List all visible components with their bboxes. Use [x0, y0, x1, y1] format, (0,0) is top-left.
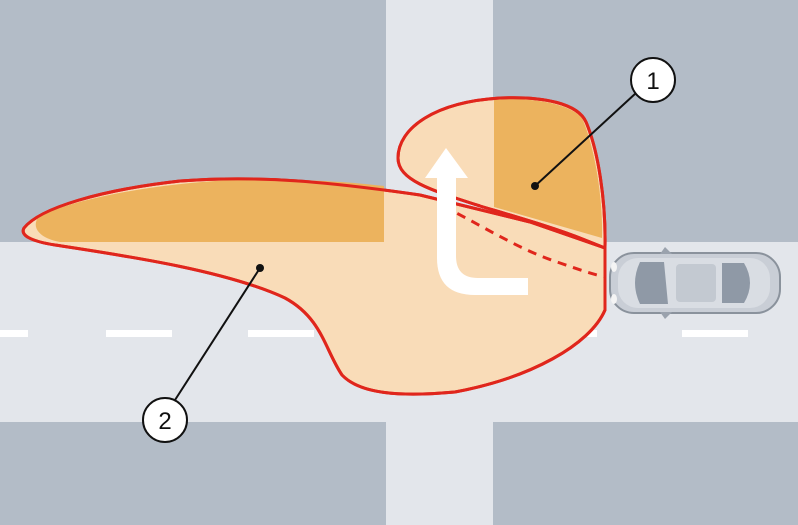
callout-1-circle [630, 57, 676, 103]
callout-1-dot [531, 182, 539, 190]
callout-2-label: 2 [158, 408, 171, 435]
callout-1: 1 [630, 57, 676, 103]
callout-2-leader [174, 267, 261, 401]
zone-1-outline [396, 96, 607, 250]
car-icon [609, 247, 781, 319]
zone-1-block-overlap [494, 99, 603, 238]
city-block-bottom-left [0, 422, 386, 525]
left-turn-arrow-icon [425, 148, 528, 295]
callout-2-circle [142, 397, 188, 443]
callout-1-leader [534, 92, 637, 187]
callout-2: 2 [142, 397, 188, 443]
callout-1-label: 1 [646, 68, 659, 95]
dashed-boundary-line [442, 204, 607, 279]
city-block-bottom-right [493, 422, 798, 525]
zone-2-outline [21, 177, 607, 396]
light-zone-2-block-overlap [35, 179, 385, 242]
callout-2-dot [256, 264, 264, 272]
